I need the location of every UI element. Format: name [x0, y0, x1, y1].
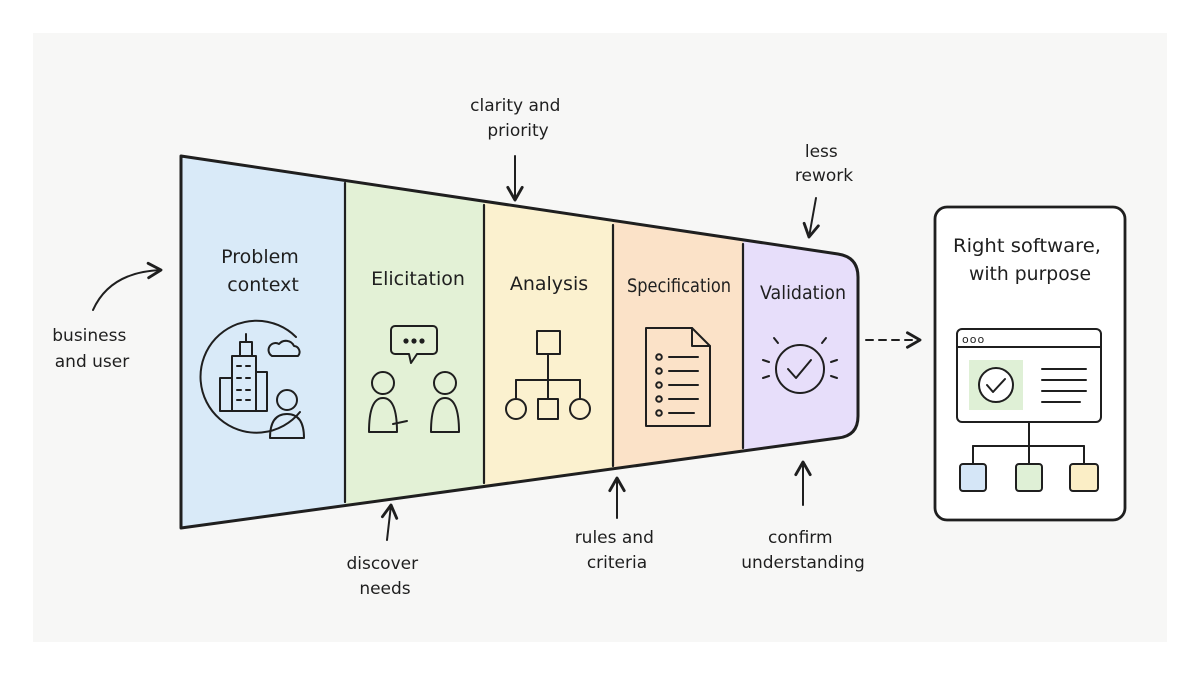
annotation-less-rework: less rework [795, 142, 853, 186]
stage-label-specification: Specification [627, 275, 731, 297]
outcome-box-yellow [1069, 463, 1099, 492]
stage-label-validation: Validation [760, 282, 846, 304]
annotation-clarity-priority: clarity and priority [470, 96, 566, 141]
outcome-hierarchy [959, 421, 1099, 492]
annotation-rules-criteria: rules and criteria [575, 528, 660, 573]
outcome-title: Right software, with purpose [953, 235, 1107, 285]
outcome-device: Right software, with purpose ooo [933, 205, 1127, 522]
outcome-box-blue [959, 463, 987, 492]
section-problem [181, 156, 345, 528]
arrow-business-to-funnel [92, 261, 163, 311]
stage-label-elicitation: Elicitation [371, 268, 465, 290]
annotation-confirm-understanding: confirm understanding [741, 528, 865, 573]
stage-label-analysis: Analysis [510, 273, 588, 295]
city-person-icon [199, 319, 305, 439]
section-elicitation [345, 156, 484, 528]
annotation-discover-needs: discover needs [346, 554, 423, 599]
outcome-box-green [1015, 463, 1043, 492]
annotation-business-user: business and user [52, 326, 132, 372]
arrow-rework-down [802, 197, 820, 239]
window-dots: ooo [962, 333, 985, 346]
check-circle-icon [762, 337, 838, 394]
document-list-icon [645, 327, 711, 427]
stage-label-problem: Problem context [221, 246, 305, 296]
funnel-outline [179, 154, 860, 530]
hierarchy-icon [505, 330, 591, 420]
arrow-discover-up [380, 503, 399, 541]
conversation-icon [368, 325, 460, 433]
